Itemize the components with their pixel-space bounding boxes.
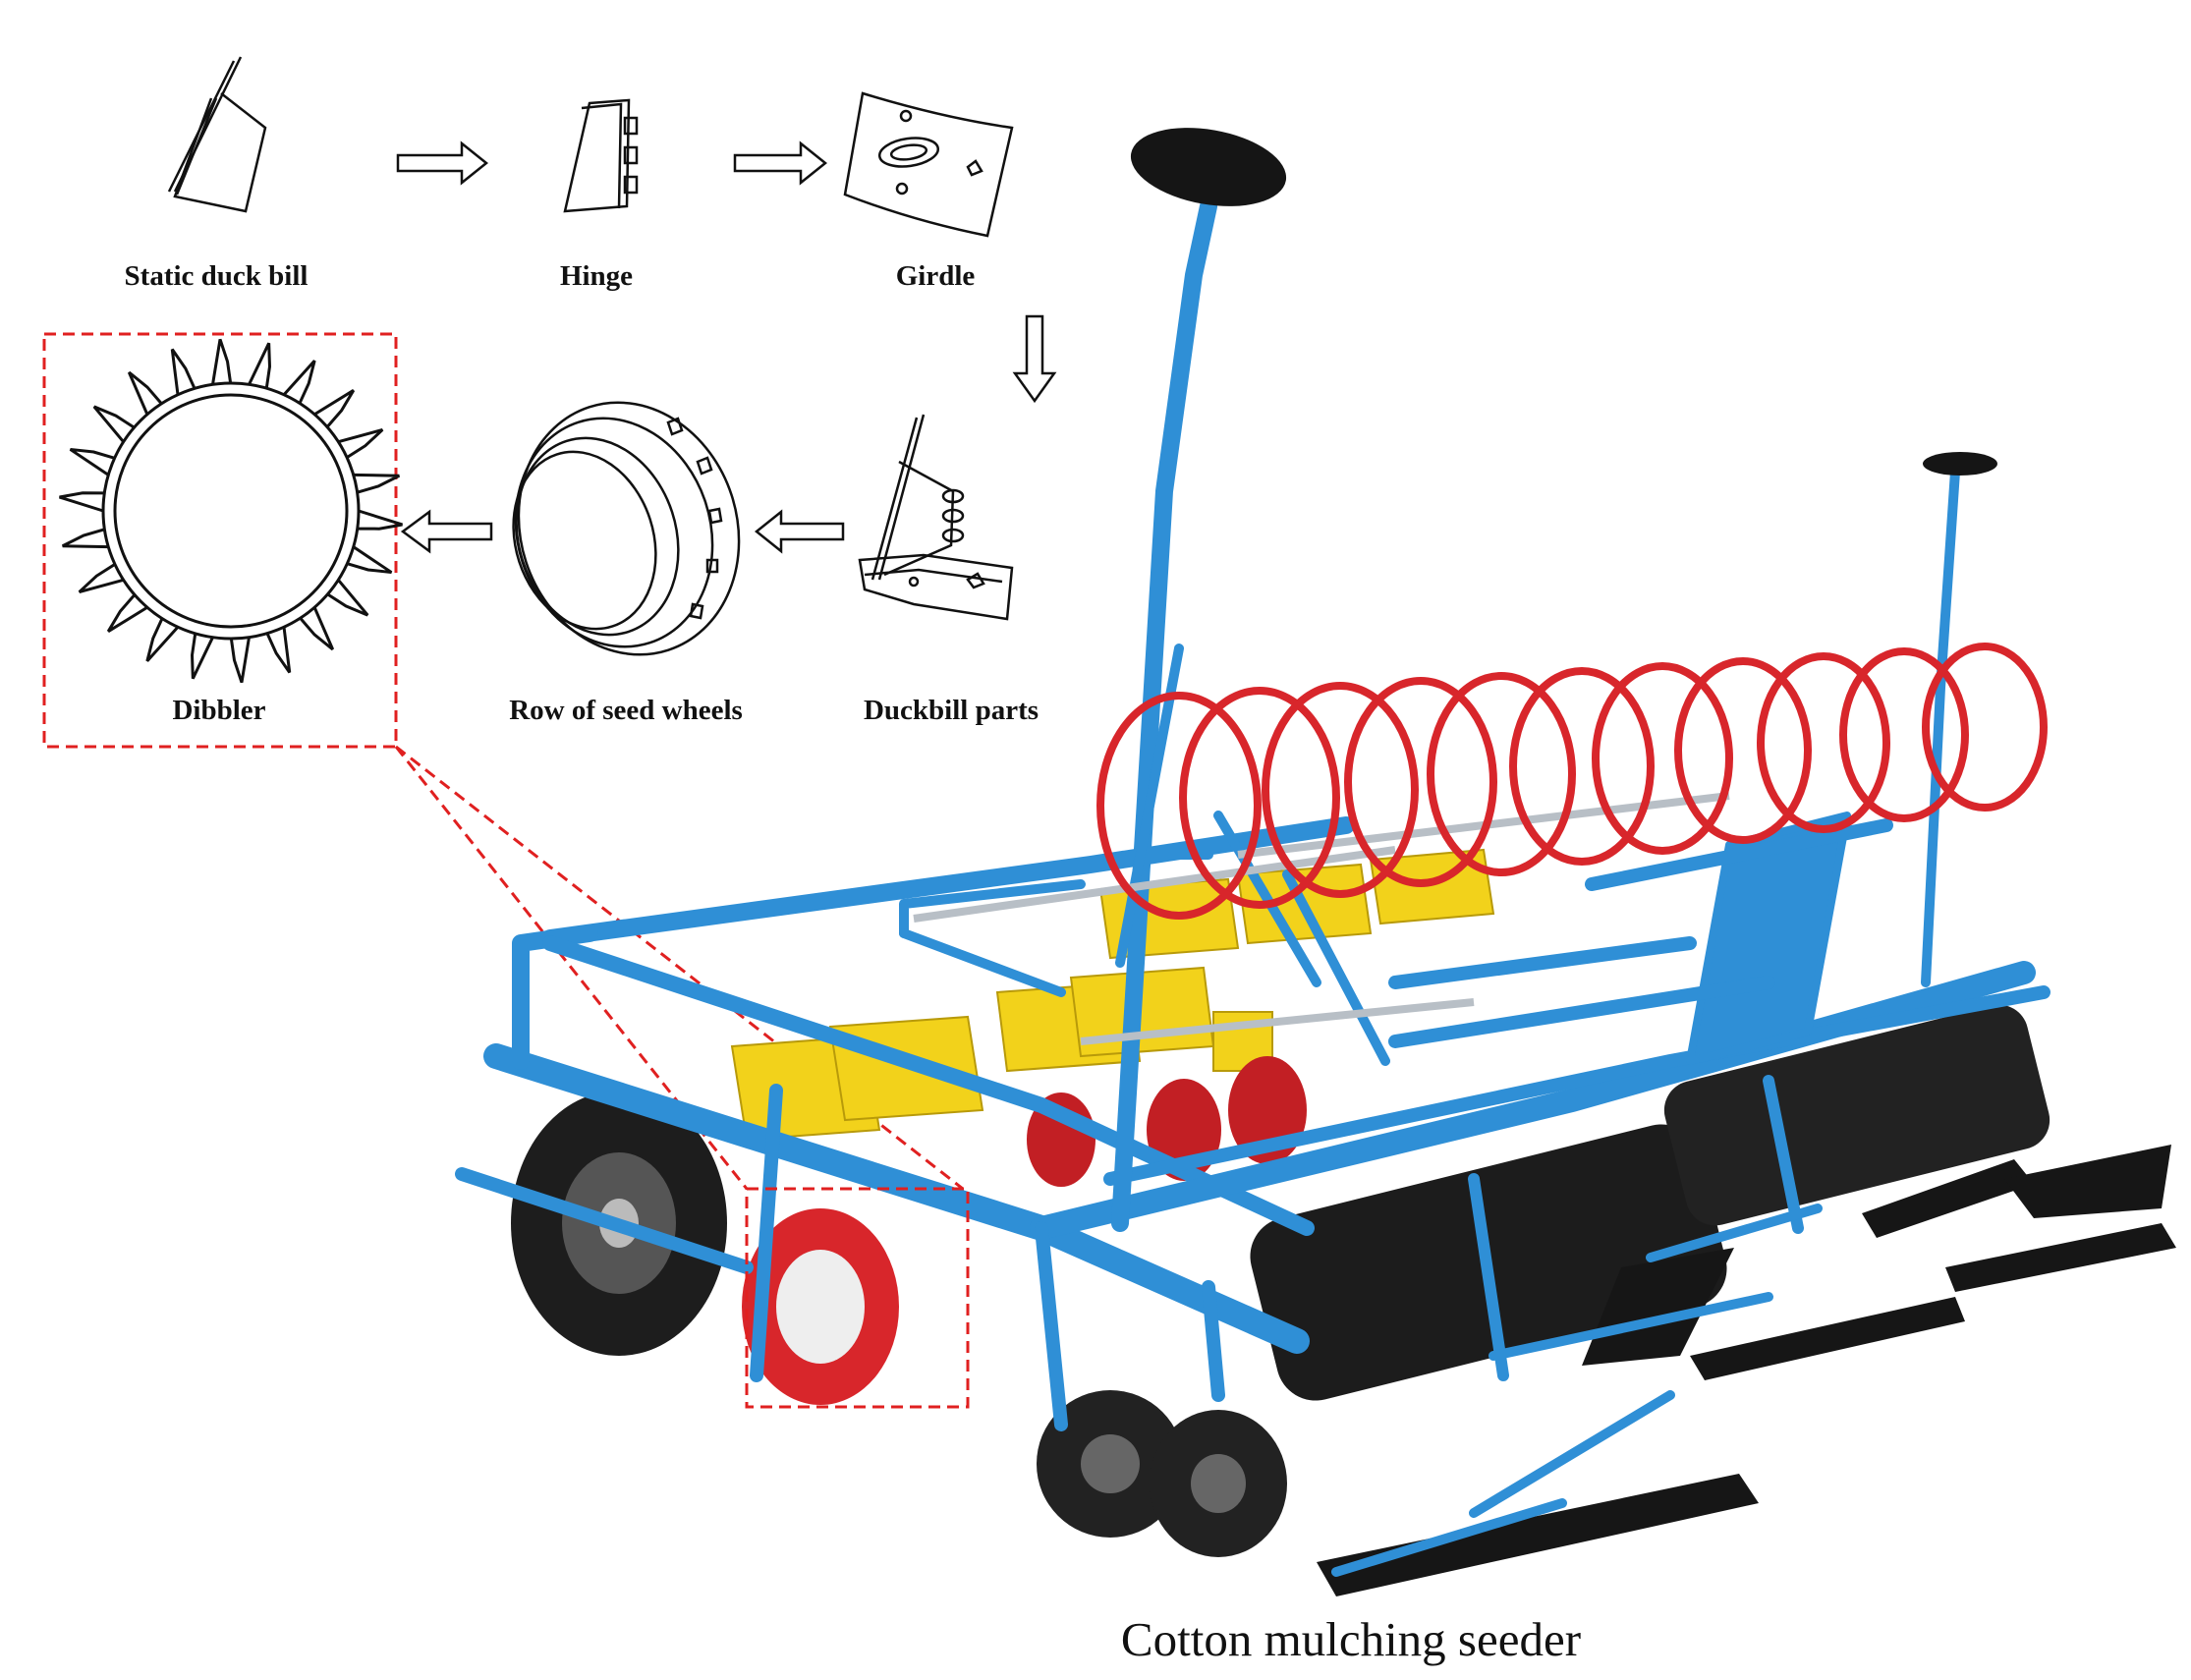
hinge-drawing	[563, 98, 639, 213]
label-row-of-seed-wheels: Row of seed wheels	[509, 695, 743, 726]
label-hinge: Hinge	[559, 260, 634, 292]
figure-caption: Cotton mulching seeder	[1120, 1612, 1582, 1666]
static-duck-bill-drawing	[167, 56, 267, 213]
red-coil	[1096, 692, 1262, 920]
dibbler-spike	[265, 627, 292, 674]
dibbler-spike	[62, 528, 109, 549]
dibbler-spike	[313, 389, 356, 428]
dibbler-spike	[337, 428, 384, 459]
dibbler-highlight-box	[42, 332, 398, 749]
red-coil	[1592, 662, 1733, 855]
red-coil	[1179, 687, 1340, 909]
dibbler-spike	[211, 338, 233, 385]
dibbler-spike	[78, 563, 125, 593]
dibbler-spike	[106, 593, 148, 633]
label-dibbler: Dibbler	[172, 695, 266, 726]
label-duckbill-parts: Duckbill parts	[863, 695, 1039, 726]
duckbill-parts-drawing	[858, 414, 1014, 621]
dibbler-spike	[59, 491, 105, 513]
arrow-left-icon	[754, 509, 845, 554]
dibbler-spike	[353, 473, 400, 494]
red-coil	[1674, 657, 1812, 844]
red-coil	[1839, 647, 1969, 822]
arrow-down-icon	[1012, 314, 1057, 404]
row-of-seed-wheels-drawing	[512, 401, 741, 656]
girdle-drawing	[843, 91, 1014, 238]
dibbler-spike	[326, 579, 369, 617]
cotton-mulching-seeder-illustration	[455, 128, 2176, 1596]
red-press-coils	[1096, 643, 2048, 920]
dibbler-spike	[248, 342, 271, 389]
dibbler-spike	[170, 348, 197, 395]
machine-highlight-box	[745, 1187, 970, 1409]
red-coil	[1922, 643, 2048, 812]
dibbler-spike	[357, 509, 403, 531]
arrow-right-icon	[733, 140, 828, 186]
dibbler-spike	[92, 405, 136, 443]
red-coil	[1262, 682, 1419, 898]
label-static-duck-bill: Static duck bill	[124, 260, 309, 292]
red-coil	[1344, 677, 1497, 887]
dibbler-spike	[282, 360, 316, 405]
red-coil	[1427, 672, 1576, 876]
dibbler-spike	[191, 633, 214, 680]
arrow-right-icon	[396, 140, 489, 186]
dibbler-spike	[346, 545, 393, 575]
marker-discs	[1130, 128, 1997, 476]
dibbler-spike	[299, 606, 335, 651]
press-shoes	[1317, 1145, 2176, 1596]
dibbler-spike	[127, 370, 163, 416]
dibbler-drawing	[59, 338, 403, 684]
label-girdle: Girdle	[895, 260, 976, 292]
blue-frame	[455, 197, 2051, 1577]
arrow-left-icon	[400, 509, 493, 554]
dibbler-spike	[69, 447, 116, 476]
dibbler-spike	[229, 637, 251, 684]
dibbler-spike	[145, 617, 180, 662]
red-coil	[1509, 667, 1655, 866]
red-coil	[1757, 652, 1890, 833]
